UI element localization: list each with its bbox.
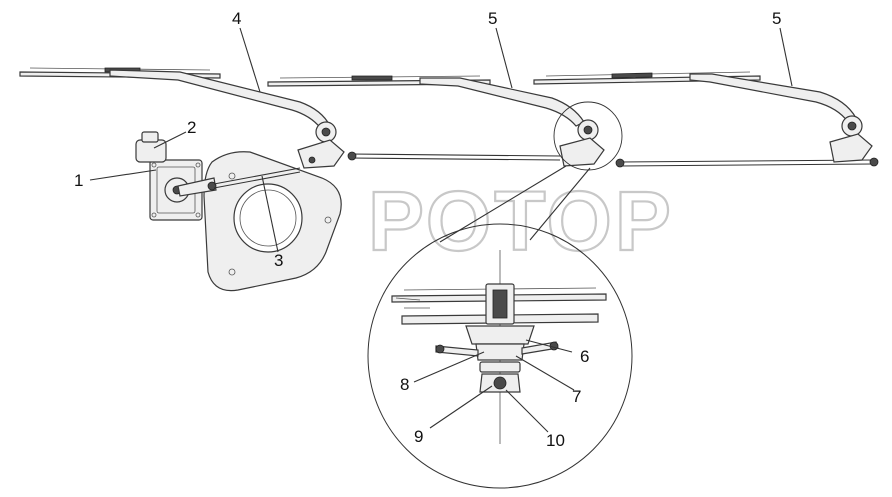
callout-8: 8: [400, 375, 409, 394]
detail-view: [367, 223, 633, 489]
callout-9: 9: [414, 427, 423, 446]
callout-3: 3: [274, 251, 283, 270]
callout-10: 10: [546, 431, 565, 450]
callout-labels: 1 2 3 4 5 5 6 7 8 9 10: [74, 9, 781, 450]
wiper-arm-left: [109, 69, 345, 169]
motor-flange: [203, 151, 342, 292]
callout-6: 6: [580, 347, 589, 366]
callout-5-middle: 5: [488, 9, 497, 28]
wiper-arm-right: [689, 73, 873, 163]
detail-leader-lines: [439, 165, 591, 243]
callout-7: 7: [572, 387, 581, 406]
wiper-motor: [135, 131, 203, 221]
callout-5-right: 5: [772, 9, 781, 28]
callout-leaders: [89, 27, 793, 433]
watermark: РОТОР: [368, 174, 674, 268]
wiper-arm-middle: [419, 77, 605, 167]
callout-1: 1: [74, 171, 83, 190]
callout-4: 4: [232, 9, 241, 28]
connecting-rods: [213, 151, 879, 189]
callout-2: 2: [187, 118, 196, 137]
